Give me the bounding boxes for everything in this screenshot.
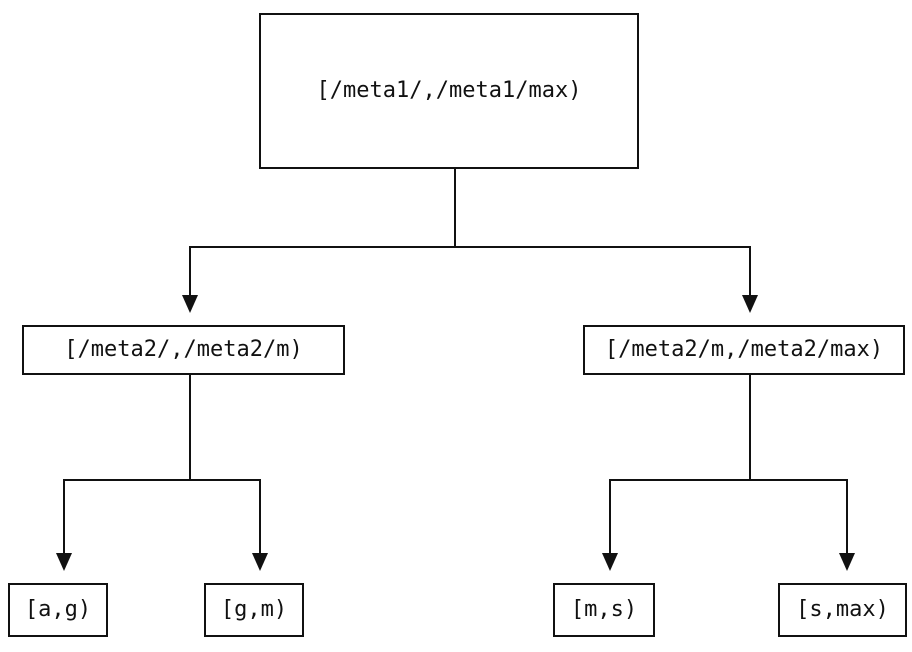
tree-node-label: [s,max) [796,597,889,622]
tree-node-label: [m,s) [570,597,638,622]
tree-node-label: [g,m) [220,597,288,622]
tree-leaf-m-s: [m,s) [553,583,655,637]
tree-node-label: [/meta2/m,/meta2/max) [604,337,884,362]
tree-node-root: [/meta1/,/meta1/max) [259,13,639,169]
tree-node-label: [/meta2/,/meta2/m) [64,337,303,362]
tree-node-label: [a,g) [24,597,92,622]
arrowhead-icon [56,553,72,571]
tree-node-label: [/meta1/,/meta1/max) [316,78,582,103]
arrowhead-icon [252,553,268,571]
arrowhead-icon [182,295,198,313]
tree-node-meta2-low: [/meta2/,/meta2/m) [22,325,345,375]
tree-leaf-s-max: [s,max) [778,583,907,637]
arrowhead-icon [742,295,758,313]
arrowhead-icon [839,553,855,571]
tree-leaf-a-g: [a,g) [8,583,108,637]
tree-leaf-g-m: [g,m) [204,583,304,637]
tree-node-meta2-high: [/meta2/m,/meta2/max) [583,325,905,375]
arrowhead-icon [602,553,618,571]
